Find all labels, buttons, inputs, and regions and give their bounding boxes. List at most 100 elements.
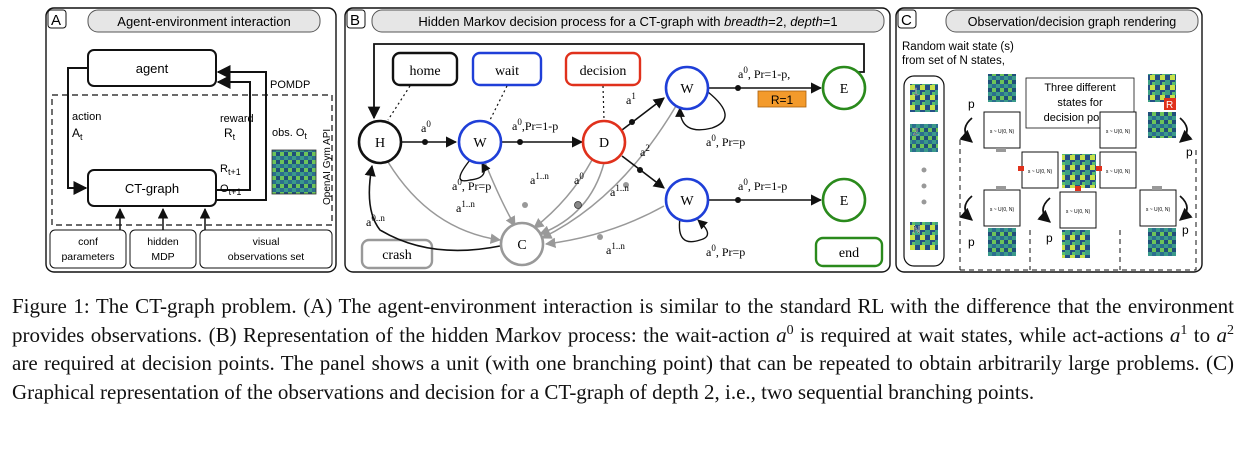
crash-dot-1 [522, 202, 528, 208]
label-wbottom-e: a0, Pr=1-p [738, 177, 787, 193]
environment-dashed-box [51, 94, 333, 226]
conf-parameters-line2: parameters [61, 251, 114, 263]
conf-parameters-line1: conf [78, 236, 98, 248]
label-wtop-e: a0, Pr=1-p, [738, 65, 790, 81]
obs-thumb-bm [1062, 230, 1090, 258]
panel-b-letter: B [350, 12, 360, 29]
node-w1-label: W [473, 136, 487, 151]
state-label-n: N [913, 225, 920, 236]
node-e-bottom [821, 177, 867, 223]
label-w-d: a0,Pr=1-p [512, 117, 558, 133]
c-loop-2 [1179, 117, 1193, 143]
uniform-box-7 [1139, 189, 1177, 227]
uniform-box-3-label: s ~ U(0, N) [1106, 169, 1131, 175]
label-d-crash: a0 [574, 171, 584, 187]
visual-observations-box [199, 229, 333, 269]
label-w1-crash: a1..n [530, 171, 549, 187]
agent-label: agent [136, 61, 169, 76]
legend-home [391, 51, 459, 87]
h-to-w-dot [422, 139, 428, 145]
panel-c-letter: C [901, 12, 912, 29]
caption-s3: at wait states, while act-actions [896, 322, 1170, 347]
state-label-2: 2 [913, 127, 919, 138]
node-d [581, 119, 627, 165]
reward-label: reward [220, 113, 254, 125]
legend-home-label: home [409, 64, 440, 79]
panel-c: C Observation/decision graph rendering R… [895, 7, 1203, 273]
p-label-3: p [968, 235, 975, 249]
three-states-line2: states for [1057, 97, 1103, 109]
crash-dot-2 [574, 201, 582, 209]
node-d-label: D [599, 136, 609, 151]
reward-box [757, 90, 807, 108]
wbottom-self-loop [678, 217, 709, 243]
r-next-symbol: Rt+1 [220, 163, 241, 177]
panel-c-title: Observation/decision graph rendering [968, 15, 1177, 29]
red-link-2 [1096, 166, 1102, 171]
caption-s2: that the environment provides observatio… [12, 294, 1235, 347]
panel-a-frame [45, 7, 337, 273]
crash-from-w-bottom [544, 205, 665, 249]
panel-b-frame [344, 7, 891, 273]
label-wbottom-self: a0, Pr=p [706, 243, 745, 259]
obs-thumb-br [1148, 228, 1176, 256]
obs-thumb-bl [988, 228, 1016, 256]
action-symbol: At [72, 126, 83, 142]
panel-a-letter-box [47, 9, 67, 29]
c-loop-4 [1037, 197, 1051, 223]
crash-from-d-left [533, 159, 593, 229]
panel-b: B Hidden Markov decision process for a C… [344, 7, 891, 273]
three-states-line1: Three different [1044, 82, 1115, 94]
reward-arrow [216, 75, 251, 191]
legend-end [814, 236, 884, 268]
observation-image [271, 149, 317, 195]
visual-observations-line2: observations set [228, 251, 305, 263]
random-wait-text-2: from set of N states, [902, 55, 1005, 67]
c-loop-3 [959, 195, 973, 221]
pomdp-arrow [216, 65, 267, 201]
reward-tag-label: R [1166, 100, 1173, 111]
ctgraph-box [87, 169, 217, 207]
caption-s3-var2: a [1216, 322, 1228, 347]
uniform-box-7-label: s ~ U(0, N) [1146, 207, 1171, 213]
label-crash-return: a0..n [366, 213, 385, 229]
uniform-box-3 [1099, 151, 1137, 189]
node-e-top [821, 65, 867, 111]
obs-thumb-top [988, 74, 1016, 102]
hidden-mdp-line2: MDP [151, 251, 174, 263]
crash-from-d [539, 162, 605, 236]
pomdp-label: POMDP [270, 79, 310, 91]
state-image-n [910, 222, 938, 250]
three-states-line3: decision points [1044, 112, 1117, 124]
node-c [499, 221, 545, 267]
crash-return-arrow [364, 164, 501, 252]
visual-observations-line1: visual [253, 236, 280, 248]
obs-label: obs. Ot [272, 127, 307, 141]
label-wtop-self: a0, Pr=p [706, 133, 745, 149]
panel-a-letter: A [51, 12, 61, 29]
state-column-box [903, 75, 945, 267]
w-to-d-dot [517, 139, 523, 145]
node-c-label: C [517, 238, 526, 253]
crash-dot-3 [623, 182, 629, 188]
legend-end-label: end [839, 246, 859, 261]
panel-c-frame [895, 7, 1203, 273]
label-d-wbottom: a2 [640, 143, 650, 159]
obs-thumb-r1 [1148, 112, 1176, 138]
crash-dot-4 [597, 234, 603, 240]
state-label-1: 1 [913, 87, 919, 98]
label-h-crash: a1..n [456, 199, 475, 215]
node-w-bottom [664, 177, 710, 223]
uniform-box-6 [1059, 191, 1097, 229]
action-label: action [72, 111, 101, 123]
panel-b-title: Hidden Markov decision process for a CT-… [418, 14, 837, 29]
obs-thumb-tr [1148, 74, 1176, 102]
wbottom-to-e-dot [735, 197, 741, 203]
legend-crash [360, 238, 434, 270]
legend-wait [471, 51, 543, 87]
uniform-box-2-label: s ~ U(0, N) [1028, 169, 1053, 175]
label-w1-self: a0, Pr=p [452, 177, 491, 193]
panel-a-title: Agent-environment interaction [117, 14, 290, 29]
p-label-5: p [1182, 223, 1189, 237]
figure-caption: Figure 1: The CT-graph problem. (A) The … [12, 292, 1234, 406]
